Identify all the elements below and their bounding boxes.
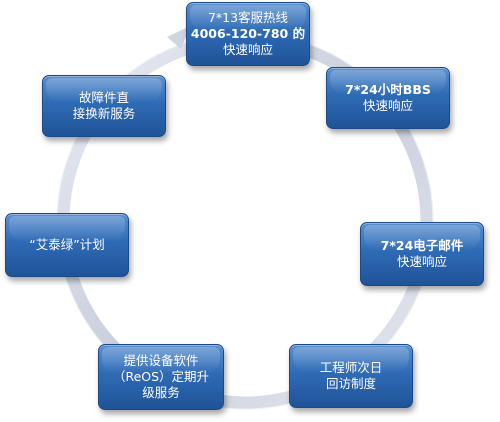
node-bbs-line-2: 快速响应: [362, 98, 413, 113]
node-bbs-line-1: 7*24小时BBS: [345, 82, 431, 97]
node-upgrade-line-2: （ReOS）定期升: [112, 369, 210, 384]
node-engineer-line-1: 工程师次日: [319, 360, 383, 375]
node-upgrade-line-3: 级服务: [142, 385, 180, 400]
node-replace-line-2: 接换新服务: [72, 106, 136, 121]
node-hotline: 7*13客服热线 4006-120-780 的 快速响应: [186, 2, 310, 66]
node-bbs: 7*24小时BBS 快速响应: [326, 67, 450, 129]
node-green-plan-line-1: “艾泰绿”计划: [29, 237, 105, 252]
node-email-line-1: 7*24电子邮件: [380, 238, 464, 253]
node-email: 7*24电子邮件 快速响应: [360, 222, 484, 286]
node-email-line-2: 快速响应: [396, 254, 447, 269]
node-hotline-line-2: 4006-120-780 的: [190, 26, 306, 41]
node-engineer: 工程师次日 回访制度: [289, 344, 413, 408]
node-engineer-line-2: 回访制度: [325, 376, 376, 391]
node-replace-line-1: 故障件直: [78, 90, 129, 105]
cycle-arrowhead-icon: [167, 26, 190, 49]
node-upgrade-line-1: 提供设备软件: [123, 353, 199, 368]
node-green-plan: “艾泰绿”计划: [5, 213, 129, 277]
node-replace: 故障件直 接换新服务: [42, 75, 166, 137]
node-upgrade: 提供设备软件 （ReOS）定期升 级服务: [98, 344, 224, 410]
node-hotline-line-1: 7*13客服热线: [207, 10, 289, 25]
node-hotline-line-3: 快速响应: [222, 42, 273, 57]
